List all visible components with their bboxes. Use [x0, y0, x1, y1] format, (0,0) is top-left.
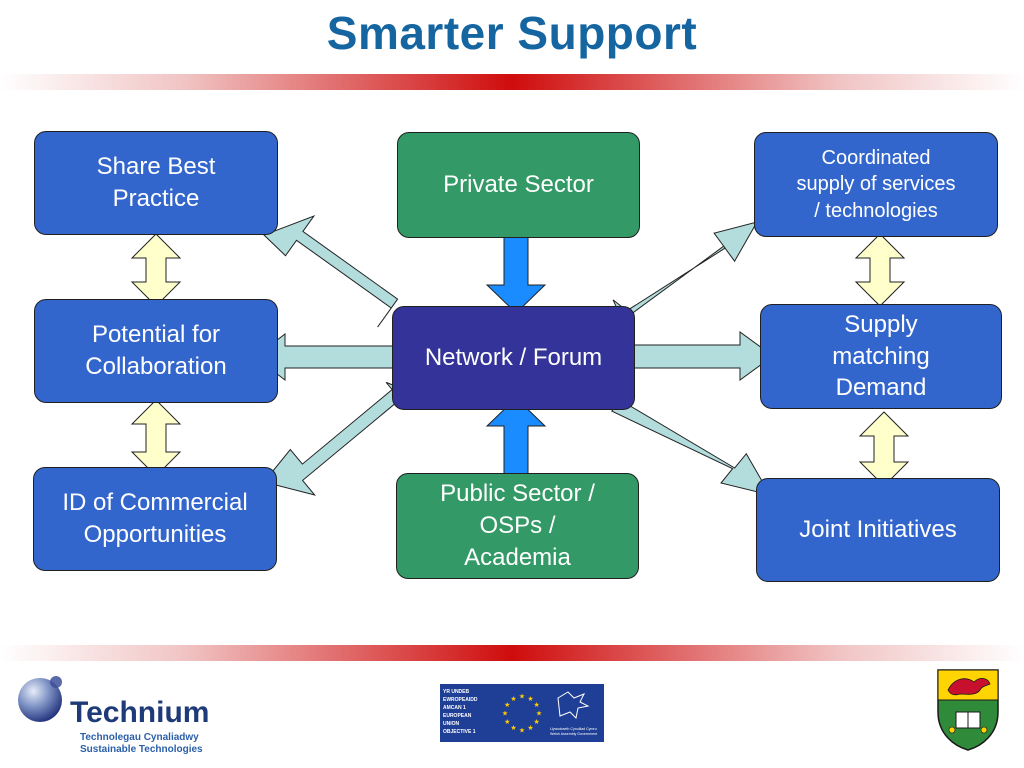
eu-star-icon: ★: [519, 693, 525, 701]
node-coordinated-supply: Coordinated supply of services / technol…: [754, 132, 998, 237]
node-share-best-practice: Share Best Practice: [34, 131, 278, 235]
arrow-public-to-network: [485, 397, 547, 475]
node-supply-matching-demand: Supply matching Demand: [760, 304, 1002, 409]
arrow-network-to-share-best-practice: [263, 214, 399, 328]
arrow-network-to-supply-matching: [629, 331, 774, 381]
double-arrow-coordinated-to-supply: [854, 233, 906, 307]
double-arrow-share-to-collaboration: [130, 233, 182, 307]
arrow-network-to-id-commercial: [263, 381, 402, 496]
technium-tagline-welsh: Technolegau Cynaliadwy: [80, 732, 199, 743]
eu-text-line: UNION: [443, 721, 460, 727]
bottom-gradient-rule: [0, 645, 1024, 661]
node-network-forum: Network / Forum: [392, 306, 635, 410]
eu-star-icon: ★: [504, 701, 510, 709]
node-private-sector: Private Sector: [397, 132, 640, 238]
node-potential-collaboration: Potential for Collaboration: [34, 299, 278, 403]
eu-star-icon: ★: [534, 701, 540, 709]
node-joint-initiatives: Joint Initiatives: [756, 478, 1000, 582]
technium-tagline-english: Sustainable Technologies: [80, 744, 203, 755]
eu-star-icon: ★: [536, 710, 542, 718]
eu-star-icon: ★: [527, 724, 533, 732]
eu-star-icon: ★: [519, 727, 525, 735]
eu-star-icon: ★: [534, 718, 540, 726]
node-id-commercial-opportunities: ID of Commercial Opportunities: [33, 467, 277, 571]
top-gradient-rule: [0, 74, 1024, 90]
technium-logo: Technium Technolegau Cynaliadwy Sustaina…: [18, 676, 209, 755]
eu-stars-icon: ★★★★★★★★★★★★: [502, 693, 542, 735]
eu-objective-logo: YR UNDEB EWROPEAIDD AMCAN 1 EUROPEAN UNION OB…: [440, 684, 604, 742]
eu-star-icon: ★: [504, 718, 510, 726]
eu-text-line: EWROPEAIDD: [443, 697, 478, 703]
wag-english-name: Welsh Assembly Government: [550, 732, 597, 736]
eu-star-icon: ★: [502, 710, 508, 718]
node-public-sector: Public Sector / OSPs / Academia: [396, 473, 639, 579]
eu-text-line: YR UNDEB: [443, 689, 470, 695]
eu-text-line: OBJECTIVE 1: [443, 729, 476, 735]
eu-star-icon: ★: [527, 695, 533, 703]
technium-wordmark: Technium: [70, 696, 209, 729]
welsh-dragon-icon: [557, 691, 590, 720]
wag-welsh-name: Llywodraeth Cynulliad Cymru: [550, 727, 597, 731]
double-arrow-collaboration-to-id: [130, 399, 182, 477]
double-arrow-supply-to-joint: [858, 411, 910, 487]
eu-star-icon: ★: [510, 695, 516, 703]
university-crest-icon: [937, 669, 999, 751]
technium-orb-icon: [18, 678, 62, 722]
eu-star-icon: ★: [510, 724, 516, 732]
slide-title: Smarter Support: [326, 7, 698, 59]
eu-text-line: AMCAN 1: [443, 705, 466, 711]
eu-text-line: EUROPEAN: [443, 713, 472, 719]
